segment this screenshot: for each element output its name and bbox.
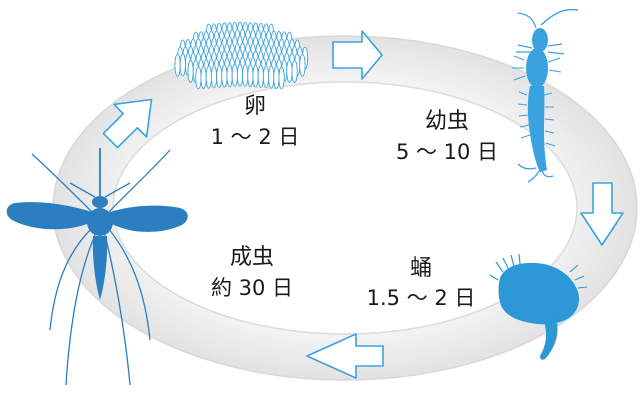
egg-cell — [226, 64, 233, 88]
arrow-pupa-to-adult-icon — [306, 333, 384, 379]
egg-cell — [278, 66, 285, 90]
stage-label-pupa: 蛹 1.5 ～ 2 日 — [367, 256, 476, 310]
cycle-ring — [52, 35, 638, 381]
egg-raft-icon — [174, 21, 309, 90]
arrow-larva-to-pupa-icon — [580, 182, 624, 246]
stage-label-larva: 幼虫 5 ～ 10 日 — [396, 109, 498, 164]
egg-stage-name: 卵 — [244, 94, 266, 119]
egg-cell — [247, 64, 254, 88]
egg-cell — [179, 53, 186, 77]
arrow-egg-to-larva-icon — [332, 30, 383, 80]
egg-cell — [252, 64, 259, 88]
egg-cell — [268, 65, 275, 89]
pupa-stage-name: 蛹 — [410, 256, 432, 281]
egg-cell — [299, 53, 306, 77]
egg-cell — [273, 66, 280, 89]
pupa-stage-duration: 1.5 ～ 2 日 — [367, 286, 476, 310]
stage-label-adult: 成虫 約 30 日 — [211, 245, 293, 300]
egg-cell — [242, 63, 249, 87]
egg-stage-duration: 1 ～ 2 日 — [211, 125, 300, 149]
adult-stage-name: 成虫 — [230, 245, 274, 270]
egg-cell — [262, 65, 270, 89]
adult-mosquito-icon — [6, 148, 188, 386]
arrow-adult-to-egg-icon — [102, 98, 153, 149]
egg-cell — [231, 63, 238, 87]
egg-cell — [210, 65, 218, 89]
egg-cell — [257, 64, 264, 88]
egg-cell — [187, 60, 194, 83]
egg-cell — [236, 63, 244, 87]
egg-cell — [221, 64, 228, 88]
egg-cell — [195, 66, 202, 90]
stage-label-egg: 卵 1 ～ 2 日 — [211, 94, 300, 149]
egg-cell — [286, 59, 293, 83]
egg-cell — [205, 65, 212, 89]
adult-stage-duration: 約 30 日 — [211, 276, 293, 300]
egg-cell — [174, 53, 181, 77]
larva-icon — [512, 8, 579, 183]
pupa-icon — [489, 253, 588, 360]
larva-stage-duration: 5 ～ 10 日 — [396, 140, 498, 164]
egg-cell — [216, 64, 223, 88]
egg-cell — [200, 66, 207, 89]
egg-cell — [291, 60, 298, 83]
larva-stage-name: 幼虫 — [425, 109, 469, 134]
